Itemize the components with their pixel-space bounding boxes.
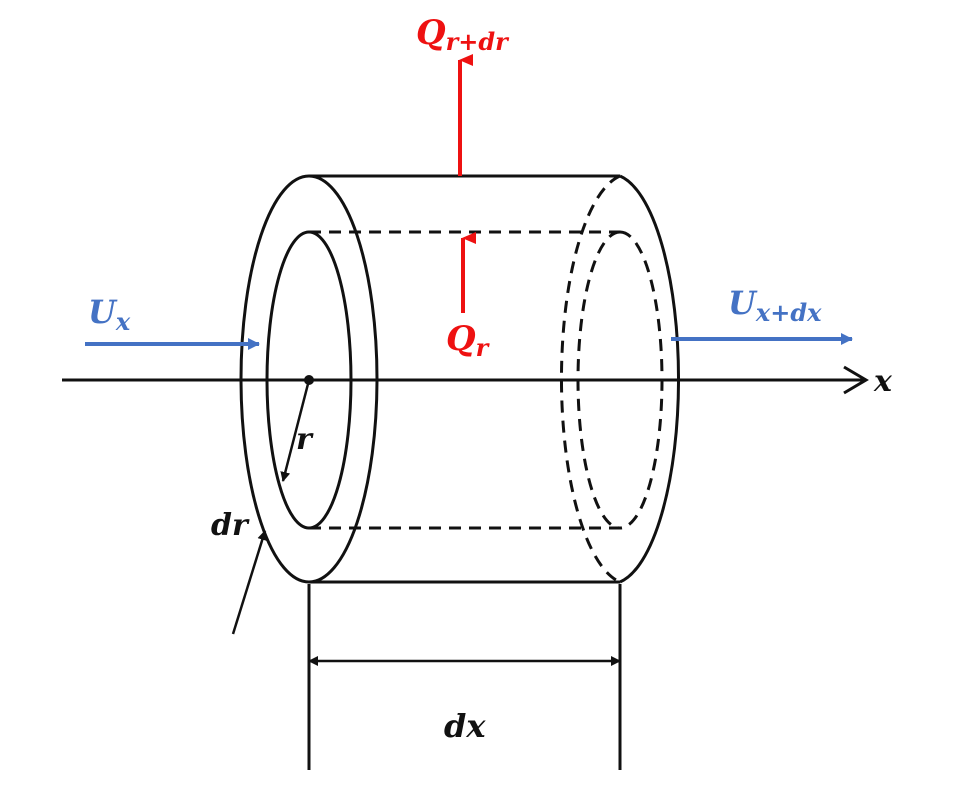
far-outer-ellipse-left bbox=[559, 174, 621, 584]
outflow-subscript: x+dx bbox=[755, 298, 822, 327]
inflow-subscript: x bbox=[115, 307, 131, 336]
outflow-main: U bbox=[728, 284, 758, 322]
outer-heat-flow-main: Q bbox=[416, 13, 446, 53]
thickness-label: dr bbox=[211, 508, 250, 543]
inner-heat-flow-subscript: r bbox=[476, 333, 491, 362]
inflow-main: U bbox=[88, 293, 118, 331]
inner-heat-flow-main: Q bbox=[446, 319, 476, 359]
x-axis-label: x bbox=[873, 364, 893, 399]
outer-heat-flow-label: Qr+dr bbox=[416, 13, 510, 56]
inflow-label: Ux bbox=[88, 293, 131, 336]
inner-heat-flow-label: Qr bbox=[446, 319, 491, 362]
radius-line bbox=[280, 379, 311, 482]
length-label: dx bbox=[444, 707, 486, 745]
thickness-leader-line bbox=[231, 530, 268, 635]
outflow-label: Ux+dx bbox=[728, 284, 822, 327]
outer-heat-flow-subscript: r+dr bbox=[446, 27, 511, 56]
x-axis-arrowhead bbox=[843, 365, 869, 395]
radius-label: r bbox=[296, 422, 314, 457]
